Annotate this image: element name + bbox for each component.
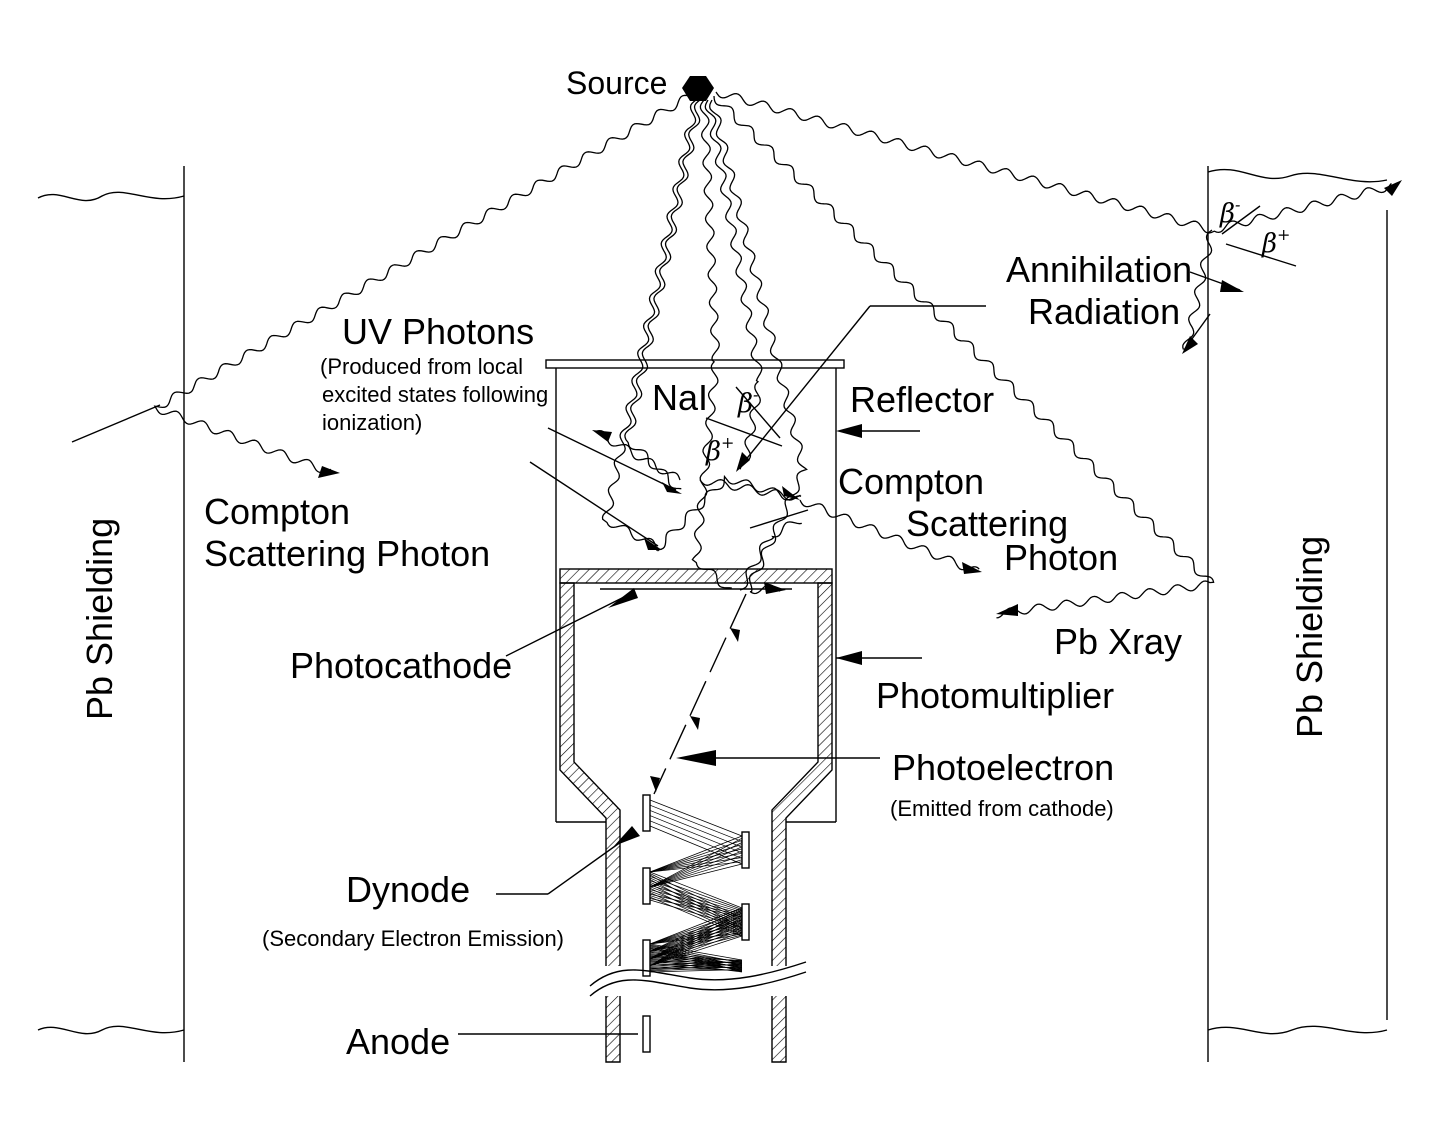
nai-crystal-housing [545,359,845,823]
nai-label: NaI [652,377,708,418]
pb-xray-label: Pb Xray [1054,621,1182,662]
electron-path [649,835,743,873]
electron-path [649,898,743,918]
electron-path [649,963,743,971]
electron-path [649,820,743,859]
photocathode-label: Photocathode [290,645,512,686]
pb-shielding-left-wall [37,166,185,1062]
compton-right-label-line3: Photon [1004,537,1118,578]
photon-path [713,95,1215,619]
electron-path [649,825,743,865]
uv-photons-label: UV Photons [342,311,534,352]
electron-path [649,920,743,945]
electron-path [649,889,743,915]
electron-path [649,956,743,961]
photoelectron-trajectory [650,593,747,795]
electron-path [649,863,743,888]
electron-path [649,943,743,961]
beta-minus-label-annihilation: β- [1219,195,1240,229]
pb-shielding-left-label: Pb Shielding [79,518,120,720]
source-label: Source [566,65,667,101]
compton-right-label-line2: Scattering [906,503,1068,544]
photon-path [709,99,808,595]
photon-path [153,94,691,474]
source-icon [682,76,714,101]
photon-paths [153,91,1392,619]
photon-path [655,474,802,551]
electron-path [649,928,743,945]
tube-break [589,961,807,997]
annihilation-radiation-label-line2: Radiation [1028,291,1180,332]
electron-path [649,804,743,842]
electron-path [649,911,743,945]
pb-shielding-right-label: Pb Shielding [1289,536,1330,738]
electron-path [649,815,743,854]
dynode-label: Dynode [346,869,470,910]
annihilation-radiation-label-line1: Annihilation [1006,249,1192,290]
beta-plus-label-annihilation: β+ [1261,225,1290,259]
beta-plus-label-crystal: β+ [705,433,734,467]
electron-path [649,859,743,888]
photon-path [596,430,681,481]
dynode-note: (Secondary Electron Emission) [262,926,564,951]
electron-path [649,844,743,873]
photon-path [691,99,732,589]
compton-left-label-line1: Compton [204,491,350,532]
photon-path [715,91,1392,234]
electron-path [649,876,743,910]
photon-path [1182,229,1213,350]
compton-right-label-line1: Compton [838,461,984,502]
electron-path [649,839,743,873]
photon-path [699,479,801,501]
uv-photons-note-line2: excited states following [322,382,548,407]
photon-path [624,99,701,490]
anode [642,1015,651,1053]
electron-path [649,893,743,916]
dynodes [642,794,750,977]
electron-path [649,933,743,952]
beta-minus-label-crystal: β- [737,385,758,419]
photon-path [799,499,980,571]
arrowheads [318,180,1402,846]
electron-path [649,852,743,873]
electron-path [649,896,743,937]
uv-photons-note-line1: (Produced from local [320,354,523,379]
electron-path [649,810,743,848]
electron-path [649,966,743,972]
electron-path [649,907,743,945]
electron-path [649,880,743,912]
photon-path [704,99,763,470]
pb-shielding-right-wall [1207,166,1388,1062]
photon-path [601,99,697,552]
uv-photons-note-line3: ionization) [322,410,422,435]
photomultiplier-tube [559,582,833,1063]
electron-path [649,924,743,945]
photoelectron-note: (Emitted from cathode) [890,796,1114,821]
compton-left-label-line2: Scattering Photon [204,533,490,574]
electron-path [649,861,743,873]
electron-path [649,848,743,873]
electron-path [649,871,743,909]
optical-window [559,568,833,584]
photoelectron-label: Photoelectron [892,747,1114,788]
electron-path [649,960,743,970]
electron-path [649,915,743,945]
electron-path [649,931,743,967]
electron-path [649,969,743,973]
reflector-label: Reflector [850,379,994,420]
electron-path [649,799,743,837]
secondary-electron-paths [649,799,743,973]
electron-path [649,884,743,913]
electron-path [649,857,743,873]
electron-path [649,932,743,945]
photomultiplier-label: Photomultiplier [876,675,1114,716]
anode-label: Anode [346,1021,450,1062]
